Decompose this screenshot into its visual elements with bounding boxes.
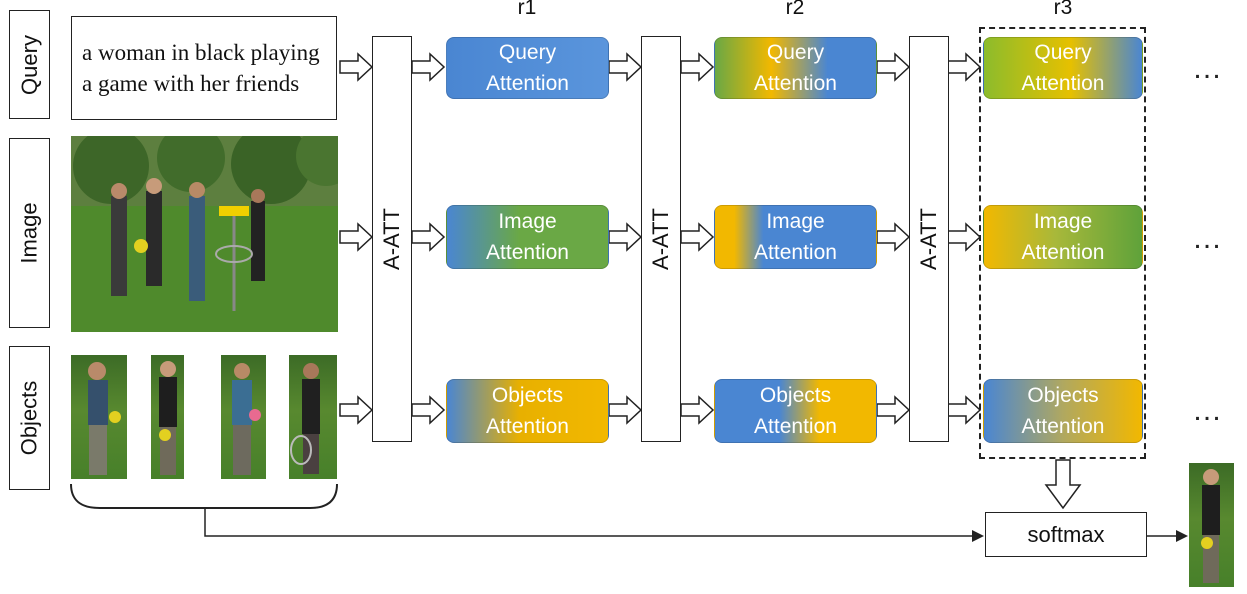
r2-query-attention-line2: Attention	[754, 72, 837, 95]
r1-image-attention: Image Attention	[446, 205, 609, 269]
row-label-objects: Objects	[9, 346, 50, 490]
object-crop-2	[151, 355, 184, 479]
input-image-scene	[71, 136, 338, 332]
ellipsis-objects: …	[1192, 394, 1224, 427]
r2-image-attention-line2: Attention	[754, 241, 837, 264]
query-text-box: a woman in black playing a game with her…	[71, 16, 337, 120]
arrow-r1-out-q	[608, 53, 642, 81]
objects-to-softmax-arrowhead	[972, 530, 984, 542]
arrow-r2-i	[680, 223, 714, 251]
r3-image-attention-line2: Attention	[1021, 241, 1105, 264]
a-att-module-2-label: A-ATT	[648, 208, 674, 270]
r2-image-attention-line1: Image	[766, 210, 825, 233]
object-crop-1-figure	[88, 362, 121, 475]
ellipsis-query: …	[1192, 52, 1224, 85]
r1-objects-attention-line2: Attention	[486, 415, 569, 438]
round-label-r1: r1	[517, 0, 537, 19]
row-label-query: Query	[9, 10, 50, 119]
ellipsis-image: …	[1192, 222, 1224, 255]
r3-objects-attention-line1: Objects	[1027, 384, 1099, 407]
r1-image-attention-line2: Attention	[486, 241, 569, 264]
softmax-label: softmax	[1027, 521, 1105, 547]
r3-image-attention: Image Attention	[983, 205, 1143, 269]
a-att-module-3-label: A-ATT	[916, 208, 942, 270]
r1-image-attention-line1: Image	[498, 210, 557, 233]
arrow-r3-o	[947, 396, 981, 424]
softmax-box: softmax	[985, 512, 1147, 557]
r1-objects-attention: Objects Attention	[446, 379, 609, 443]
r2-objects-attention: Objects Attention	[714, 379, 877, 443]
r3-objects-attention-line2: Attention	[1021, 415, 1105, 438]
a-att-module-1-label: A-ATT	[379, 208, 405, 270]
row-label-image: Image	[9, 138, 50, 328]
arrow-r1-o	[411, 396, 445, 424]
r3-query-attention-line1: Query	[1034, 41, 1092, 64]
arrow-r3-i	[947, 223, 981, 251]
arrow-r2-out-i	[876, 223, 910, 251]
round-label-r3: r3	[1053, 0, 1073, 19]
object-crop-1	[71, 355, 127, 479]
r2-image-attention: Image Attention	[714, 205, 877, 269]
object-crop-2-figure	[159, 361, 177, 475]
r1-query-attention-line2: Attention	[486, 72, 569, 95]
r1-query-attention-line1: Query	[498, 41, 557, 64]
r3-to-softmax-arrow	[1044, 459, 1082, 510]
arrow-objects-in	[339, 396, 373, 424]
r3-query-attention-line2: Attention	[1021, 72, 1105, 95]
input-image	[71, 136, 338, 332]
arrow-image-in	[339, 223, 373, 251]
object-crop-4-figure	[290, 363, 320, 474]
a-att-module-1: A-ATT	[372, 36, 412, 442]
arrow-r2-out-q	[876, 53, 910, 81]
r2-query-attention-line1: Query	[766, 41, 825, 64]
output-object-crop-figure	[1201, 469, 1220, 583]
arrow-r1-q	[411, 53, 445, 81]
r2-objects-attention-line1: Objects	[759, 384, 832, 407]
arrow-r2-q	[680, 53, 714, 81]
arrow-r1-i	[411, 223, 445, 251]
objects-to-softmax-line	[204, 508, 972, 537]
a-att-module-2: A-ATT	[641, 36, 681, 442]
arrow-r1-out-i	[608, 223, 642, 251]
a-att-module-3: A-ATT	[909, 36, 949, 442]
arrow-query-in	[339, 53, 373, 81]
object-crop-3-figure	[232, 363, 261, 475]
r3-image-attention-line1: Image	[1033, 210, 1093, 233]
softmax-to-output-arrowhead	[1176, 530, 1188, 542]
arrow-r3-q	[947, 53, 981, 81]
arrow-r1-out-o	[608, 396, 642, 424]
arrow-r2-out-o	[876, 396, 910, 424]
output-object-crop	[1189, 463, 1234, 587]
objects-brace	[70, 483, 338, 509]
r3-objects-attention: Objects Attention	[983, 379, 1143, 443]
r1-query-attention: Query Attention	[446, 37, 609, 99]
r3-query-attention: Query Attention	[983, 37, 1143, 99]
object-crop-3	[221, 355, 266, 479]
arrow-r2-o	[680, 396, 714, 424]
r3-dashed-frame	[979, 27, 1146, 459]
r1-objects-attention-line1: Objects	[491, 384, 564, 407]
object-crop-4	[289, 355, 337, 479]
r2-query-attention: Query Attention	[714, 37, 877, 99]
round-label-r2: r2	[785, 0, 805, 19]
query-text: a woman in black playing a game with her…	[82, 40, 320, 96]
r2-objects-attention-line2: Attention	[754, 415, 837, 438]
